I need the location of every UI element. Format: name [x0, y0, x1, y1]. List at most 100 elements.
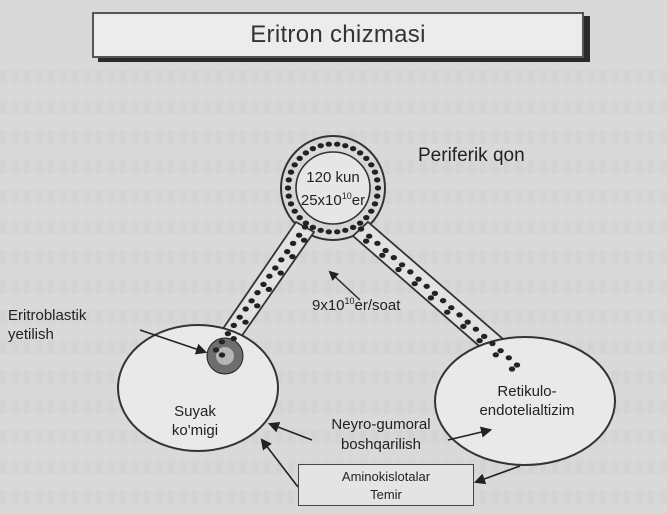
red-cell-dot: [428, 295, 434, 300]
arrow-amino-to-suyak: [262, 440, 298, 487]
red-cell-dot: [379, 253, 385, 258]
kun-count-label: 120 kun 25x1010er: [296, 169, 370, 210]
aminokislotalar-box: Aminokislotalar Temir: [298, 464, 474, 506]
red-cell-dot: [334, 229, 340, 234]
red-cell-dot: [497, 348, 503, 353]
eritro-line2: yetilish: [8, 325, 86, 344]
count-text: 25x1010er: [296, 187, 370, 210]
red-cell-dot: [219, 352, 225, 357]
red-cell-dot: [297, 215, 303, 220]
red-cell-dot: [260, 282, 266, 287]
red-cell-dot: [366, 234, 372, 239]
red-cell-dot: [368, 162, 374, 167]
red-cell-dot: [391, 255, 397, 260]
red-cell-dot: [415, 277, 421, 282]
red-cell-dot: [225, 331, 231, 336]
red-cell-dot: [303, 150, 309, 155]
red-cell-dot: [509, 366, 515, 371]
red-cell-dot: [266, 274, 272, 279]
red-cell-dot: [301, 238, 307, 243]
red-cell-dot: [357, 150, 363, 155]
red-cell-dot: [288, 201, 294, 206]
red-cell-dot: [254, 303, 260, 308]
red-cell-dot: [473, 327, 479, 332]
red-cell-dot: [310, 225, 316, 230]
eritro-line1: Eritroblastik: [8, 306, 86, 325]
red-cell-dot: [460, 324, 466, 329]
red-cell-dot: [440, 298, 446, 303]
red-cell-dot: [372, 170, 378, 175]
red-cell-dot: [278, 270, 284, 275]
neyro-line2: boshqarilish: [310, 435, 452, 455]
red-cell-dot: [506, 355, 512, 360]
red-cell-dot: [242, 320, 248, 325]
rate-base: 9x10: [312, 297, 345, 314]
suyak-komigi-label: Suyak ko'migi: [150, 402, 240, 440]
red-cell-dot: [456, 312, 462, 317]
red-cell-dot: [243, 306, 249, 311]
red-cell-dot: [231, 336, 237, 341]
red-cell-dot: [372, 201, 378, 206]
red-cell-dot: [290, 241, 296, 246]
red-cell-dot: [399, 262, 405, 267]
red-cell-dot: [407, 269, 413, 274]
rate-exp: 10: [345, 296, 355, 306]
red-cell-dot: [395, 267, 401, 272]
red-cell-dot: [374, 194, 380, 199]
periferik-qon-label: Periferik qon: [418, 147, 525, 165]
red-cell-dot: [213, 347, 219, 352]
red-cell-dot: [493, 352, 499, 357]
red-cell-dot: [424, 284, 430, 289]
red-cell-dot: [288, 170, 294, 175]
red-cell-dot: [350, 146, 356, 151]
red-cell-dot: [237, 315, 243, 320]
red-cell-dot: [412, 281, 418, 286]
red-cell-dot: [285, 185, 291, 190]
red-cell-dot: [297, 156, 303, 161]
red-cell-dot: [334, 142, 340, 147]
suyak-line2: ko'migi: [150, 421, 240, 440]
red-cell-dot: [374, 241, 380, 246]
red-cell-dot: [284, 249, 290, 254]
red-cell-dot: [489, 341, 495, 346]
red-cell-dot: [363, 239, 369, 244]
red-cell-dot: [278, 257, 284, 262]
red-cell-dot: [363, 215, 369, 220]
red-cell-dot: [219, 339, 225, 344]
red-cell-dot: [248, 298, 254, 303]
red-cell-dot: [358, 226, 364, 231]
red-cell-dot: [318, 143, 324, 148]
neyro-gumoral-label: Neyro-gumoral boshqarilish: [310, 415, 452, 455]
neyro-line1: Neyro-gumoral: [310, 415, 452, 435]
red-cell-dot: [363, 156, 369, 161]
red-cell-dot: [318, 228, 324, 233]
periferik-qon-text: Periferik qon: [418, 145, 525, 166]
red-cell-dot: [481, 334, 487, 339]
red-cell-dot: [286, 194, 292, 199]
kun-text: 120 kun: [296, 169, 370, 187]
red-cell-dot: [374, 177, 380, 182]
red-cell-dot: [382, 248, 388, 253]
red-cell-dot: [514, 362, 520, 367]
red-cell-dot: [296, 233, 302, 238]
eritroblastik-label: Eritroblastik yetilish: [8, 306, 86, 344]
red-cell-dot: [444, 310, 450, 315]
red-cell-dot: [375, 185, 381, 190]
red-cell-dot: [326, 142, 332, 147]
arrow-neyro-to-suyak: [270, 424, 312, 440]
amino-line2: Temir: [299, 486, 473, 504]
red-cell-dot: [272, 265, 278, 270]
retikulo-line2: endotelialtizim: [462, 401, 592, 420]
red-cell-dot: [448, 305, 454, 310]
arrow-reticulo-to-amino: [476, 466, 520, 482]
red-cell-dot: [310, 146, 316, 151]
red-cell-dot: [476, 338, 482, 343]
rate-label: 9x1010er/soat: [312, 292, 400, 315]
red-cell-dot: [432, 291, 438, 296]
retikulo-line1: Retikulo-: [462, 382, 592, 401]
red-cell-dot: [292, 162, 298, 167]
red-cell-dot: [357, 221, 363, 226]
red-cell-dot: [302, 224, 308, 229]
suyak-line1: Suyak: [150, 402, 240, 421]
red-cell-dot: [254, 290, 260, 295]
